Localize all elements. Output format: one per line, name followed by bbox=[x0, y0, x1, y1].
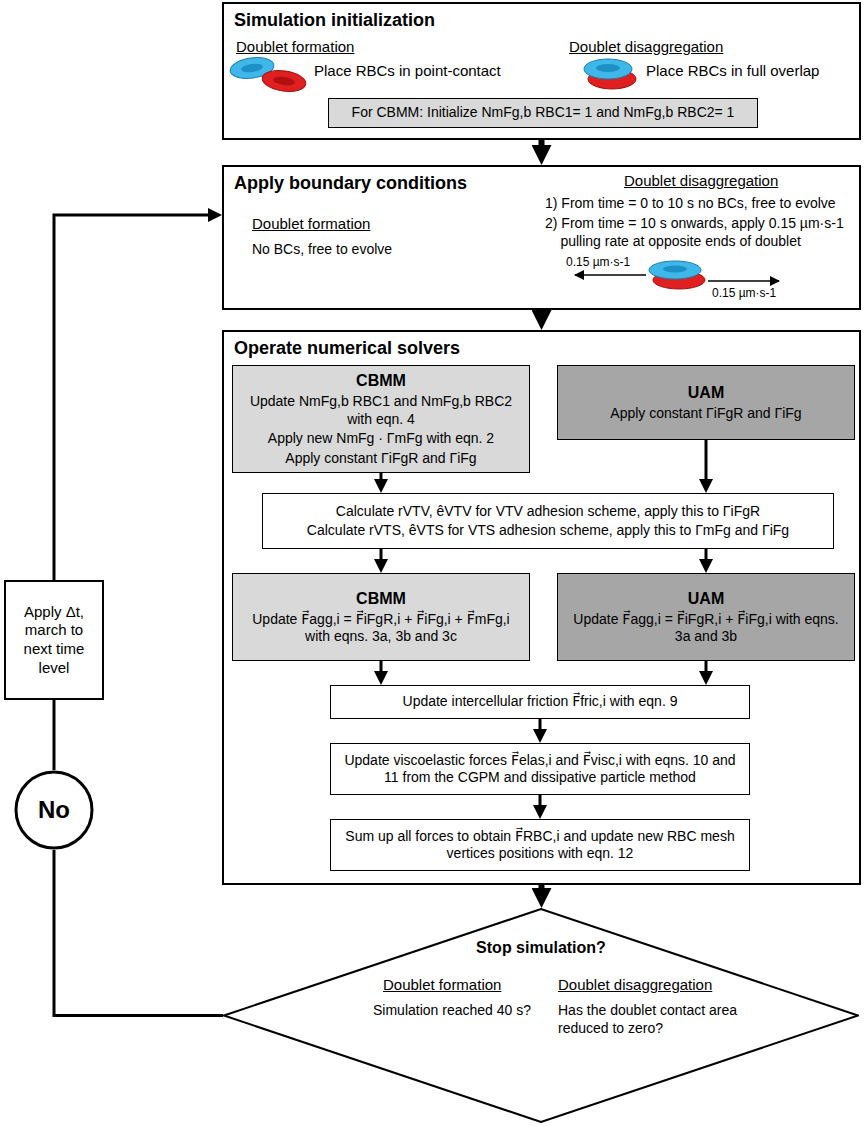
rbc-blue-dimple bbox=[596, 64, 620, 72]
box-heading: UAM bbox=[566, 383, 846, 403]
box-heading: UAM bbox=[566, 589, 846, 609]
panel-text: 1) From time = 0 to 10 s no BCs, free to… bbox=[545, 195, 865, 213]
panel-text: Place RBCs in full overlap bbox=[646, 62, 819, 81]
flow-arrow bbox=[705, 440, 708, 482]
box-text: Calculate rVTV, êVTV for VTV adhesion sc… bbox=[271, 503, 825, 521]
process-box: UAM Apply constant ΓiFgR and ΓiFg bbox=[557, 365, 855, 440]
rbc-blue-dimple bbox=[241, 63, 264, 74]
circle-shape bbox=[16, 772, 92, 848]
panel-text: Has the doublet contact area reduced to … bbox=[558, 1002, 768, 1037]
panel-text: Place RBCs in point-contact bbox=[314, 62, 501, 81]
flow-arrow bbox=[380, 549, 383, 562]
box-text: Update F⃗agg,i = F⃗iFgR,i + F⃗iFg,i with… bbox=[566, 611, 846, 646]
panel-title: Apply boundary conditions bbox=[234, 172, 467, 195]
box-text: Apply new NmFg · ΓmFg with eqn. 2 bbox=[241, 430, 521, 448]
panel-text: Doublet formation bbox=[236, 38, 354, 57]
flow-arrow bbox=[53, 700, 56, 770]
panel-title: Simulation initialization bbox=[234, 9, 435, 32]
box-text: For CBMM: Initialize NmFg,b RBC1= 1 and … bbox=[337, 104, 749, 122]
box-text: Calculate rVTS, êVTS for VTS adhesion sc… bbox=[271, 522, 825, 540]
panel-text: 2) From time = 10 s onwards, apply 0.15 … bbox=[545, 215, 865, 250]
panel-text: Doublet formation bbox=[383, 976, 501, 995]
flow-arrow bbox=[539, 795, 542, 808]
flow-arrow bbox=[380, 473, 383, 482]
pull-arrow bbox=[575, 274, 646, 276]
box-text: Update NmFg,b RBC1 and NmFg,b RBC2 with … bbox=[241, 393, 521, 428]
rbc-blue bbox=[584, 59, 632, 79]
process-box: Update intercellular friction F⃗fric,i w… bbox=[330, 685, 750, 719]
rbc-blue-dimple bbox=[663, 266, 687, 273]
process-box: UAMUpdate F⃗agg,i = F⃗iFgR,i + F⃗iFg,i w… bbox=[557, 573, 855, 661]
process-box: For CBMM: Initialize NmFg,b RBC1= 1 and … bbox=[328, 98, 758, 128]
flow-arrow bbox=[539, 719, 542, 732]
panel-text: 0.15 µm·s-1 bbox=[566, 255, 630, 270]
flow-arrow bbox=[54, 215, 211, 580]
box-text: Apply constant ΓiFgR and ΓiFg bbox=[566, 405, 846, 423]
box-text: Apply Δt, march to next time level bbox=[9, 603, 99, 678]
stage-panel: CBMMUpdate NmFg,b RBC1 and NmFg,b RBC2 w… bbox=[222, 330, 861, 885]
process-box: CBMMUpdate F⃗agg,i = F⃗iFgR,i + F⃗iFg,i … bbox=[232, 573, 530, 661]
box-text: Update intercellular friction F⃗fric,i w… bbox=[339, 693, 741, 711]
box-text: No bbox=[38, 795, 70, 825]
flow-arrow bbox=[539, 885, 545, 892]
flow-arrow bbox=[380, 661, 383, 674]
process-box: Calculate rVTV, êVTV for VTV adhesion sc… bbox=[262, 493, 834, 549]
panel-text: 0.15 µm·s-1 bbox=[712, 286, 776, 301]
flow-arrow bbox=[54, 850, 223, 1016]
panel-title: Stop simulation? bbox=[223, 938, 859, 958]
box-text: Sum up all forces to obtain F⃗RBC,i and … bbox=[339, 828, 741, 863]
panel-title: Operate numerical solvers bbox=[234, 337, 460, 360]
pull-arrow bbox=[708, 280, 779, 282]
flow-arrow bbox=[539, 140, 545, 149]
rbc-full-overlap bbox=[584, 59, 636, 89]
box-text: Apply constant ΓiFgR and ΓiFg bbox=[241, 450, 521, 468]
flow-arrow bbox=[705, 661, 708, 674]
panel-text: Doublet formation bbox=[252, 215, 370, 234]
process-box: CBMMUpdate NmFg,b RBC1 and NmFg,b RBC2 w… bbox=[232, 365, 530, 473]
stage-panel: Apply boundary conditionsDoublet formati… bbox=[222, 165, 861, 310]
flow-arrow bbox=[539, 310, 545, 314]
box-heading: CBMM bbox=[241, 371, 521, 391]
box-text: Update F⃗agg,i = F⃗iFgR,i + F⃗iFg,i + F⃗… bbox=[241, 611, 521, 646]
panel-text: Doublet disaggregation bbox=[558, 976, 712, 995]
decision-circle: No bbox=[14, 770, 94, 850]
rbc-point-contact bbox=[229, 55, 307, 94]
diamond-shape bbox=[224, 909, 858, 1122]
stage-panel: For CBMM: Initialize NmFg,b RBC1= 1 and … bbox=[222, 2, 861, 140]
box-text: Update viscoelastic forces F⃗elas,i and … bbox=[339, 752, 741, 787]
rbc-red bbox=[261, 68, 307, 94]
flow-arrow bbox=[705, 549, 708, 562]
loop-box: Apply Δt, march to next time level bbox=[4, 580, 104, 700]
decision-diamond: Stop simulation? Doublet formationSimulat… bbox=[223, 908, 859, 1123]
panel-text: Simulation reached 40 s? bbox=[373, 1002, 531, 1020]
process-box: Update viscoelastic forces F⃗elas,i and … bbox=[330, 743, 750, 795]
box-heading: CBMM bbox=[241, 589, 521, 609]
panel-text: Doublet disaggregation bbox=[569, 38, 723, 57]
rbc-red-dimple bbox=[273, 76, 296, 87]
rbc-blue bbox=[649, 261, 701, 279]
panel-text: No BCs, free to evolve bbox=[252, 241, 392, 259]
panel-text: Doublet disaggregation bbox=[624, 172, 778, 191]
process-box: Sum up all forces to obtain F⃗RBC,i and … bbox=[330, 819, 750, 871]
